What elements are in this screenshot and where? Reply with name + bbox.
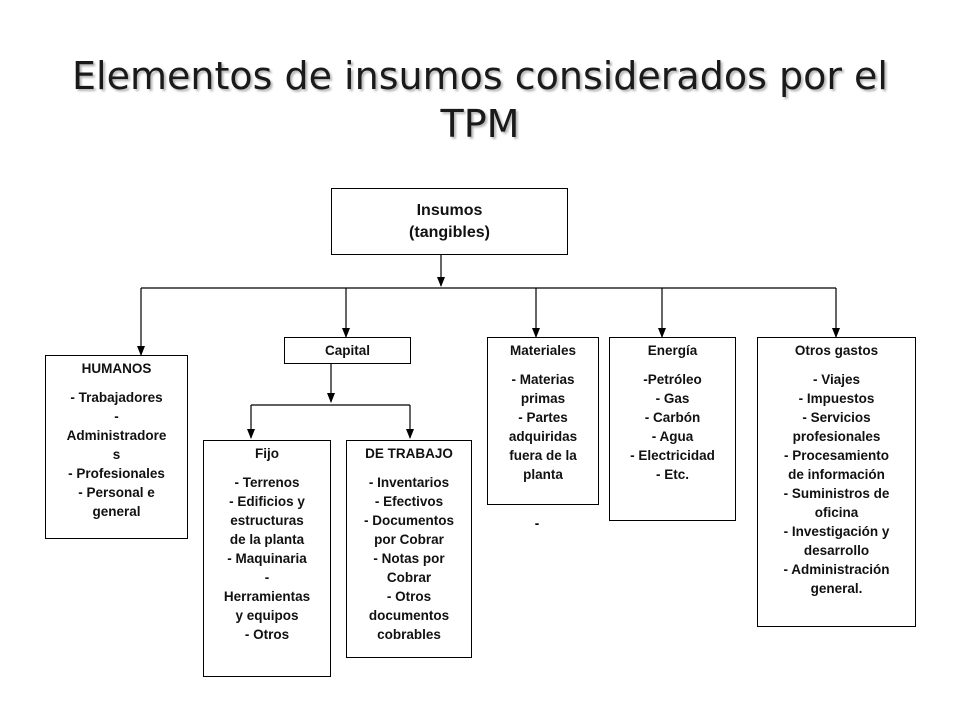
trabajo-line: - Inventarios xyxy=(368,475,450,490)
fijo-line: estructuras xyxy=(230,513,304,528)
materiales-line: adquiridas xyxy=(508,429,578,444)
fijo-line: Herramientas xyxy=(223,589,311,604)
humanos-line: Administradore xyxy=(66,428,167,443)
fijo-line: de la planta xyxy=(229,532,305,547)
page-title-line-2: TPM xyxy=(440,102,520,146)
humanos-line: general xyxy=(92,504,141,519)
otros-line: - Investigación y xyxy=(783,524,890,539)
materiales-line: - Materias xyxy=(511,372,575,387)
fijo-line: y equipos xyxy=(235,608,299,623)
trabajo-line: Cobrar xyxy=(386,570,432,585)
trabajo-line: - Documentos xyxy=(363,513,454,528)
trabajo-line: - Notas por xyxy=(373,551,445,566)
energia-line: - Carbón xyxy=(644,410,701,425)
trabajo-line: por Cobrar xyxy=(374,532,444,547)
materiales-trailing-dash: - xyxy=(534,516,540,531)
energia-line: - Electricidad xyxy=(630,448,715,463)
otros-line: - Impuestos xyxy=(798,391,875,406)
otros-line: desarrollo xyxy=(803,543,870,558)
page-title-line-1: Elementos de insumos considerados por el xyxy=(72,54,888,98)
humanos-title: HUMANOS xyxy=(81,361,152,376)
humanos-line: - Trabajadores xyxy=(70,390,163,405)
humanos-line: s xyxy=(112,447,121,462)
trabajo-line: documentos xyxy=(368,608,450,623)
fijo-line: - Otros xyxy=(244,627,290,642)
energia-title: Energía xyxy=(647,343,698,358)
humanos-box: HUMANOS - Trabajadores - Administradore … xyxy=(45,355,188,539)
trabajo-line: - Efectivos xyxy=(374,494,444,509)
otros-line: general. xyxy=(810,581,863,596)
otros-gastos-box: Otros gastos - Viajes - Impuestos - Serv… xyxy=(757,337,916,627)
capital-box: Capital xyxy=(284,337,411,364)
capital-title: Capital xyxy=(324,343,370,358)
otros-line: profesionales xyxy=(792,429,881,444)
trabajo-box: DE TRABAJO - Inventarios - Efectivos - D… xyxy=(346,440,472,658)
fijo-line: - Terrenos xyxy=(234,475,300,490)
root-insumos-box: Insumos (tangibles) xyxy=(331,188,568,255)
energia-line: -Petróleo xyxy=(643,372,702,387)
materiales-line: planta xyxy=(523,467,563,482)
root-label-line-1: Insumos xyxy=(416,201,483,219)
materiales-line: fuera de la xyxy=(509,448,577,463)
trabajo-line: - Otros xyxy=(386,589,432,604)
energia-line: - Agua xyxy=(651,429,694,444)
fijo-line: - xyxy=(264,570,270,585)
fijo-line: - Edificios y xyxy=(229,494,305,509)
root-label-line-2: (tangibles) xyxy=(409,223,490,241)
otros-title: Otros gastos xyxy=(794,343,879,358)
humanos-line: - Profesionales xyxy=(68,466,165,481)
trabajo-title: DE TRABAJO xyxy=(365,446,453,461)
otros-line: de información xyxy=(788,467,885,482)
otros-line: - Administración xyxy=(783,562,890,577)
humanos-line: - xyxy=(114,409,119,424)
materiales-line: - Partes xyxy=(518,410,568,425)
materiales-line: primas xyxy=(520,391,566,406)
humanos-line: - Personal e xyxy=(78,485,155,500)
fijo-line: - Maquinaria xyxy=(227,551,307,566)
page-title: Elementos de insumos considerados por el… xyxy=(60,52,900,148)
otros-line: - Servicios xyxy=(802,410,871,425)
otros-line: - Procesamiento xyxy=(783,448,890,463)
otros-line: - Suministros de xyxy=(783,486,890,501)
otros-line: - Viajes xyxy=(812,372,861,387)
trabajo-line: cobrables xyxy=(377,627,441,642)
energia-box: Energía -Petróleo - Gas - Carbón - Agua … xyxy=(609,337,736,521)
otros-line: oficina xyxy=(814,505,859,520)
energia-line: - Gas xyxy=(655,391,690,406)
fijo-title: Fijo xyxy=(255,446,279,461)
materiales-box: Materiales - Materias primas - Partes ad… xyxy=(487,337,599,505)
materiales-title: Materiales xyxy=(509,343,577,358)
energia-line: - Etc. xyxy=(655,467,689,482)
fijo-box: Fijo - Terrenos - Edificios y estructura… xyxy=(203,440,331,677)
